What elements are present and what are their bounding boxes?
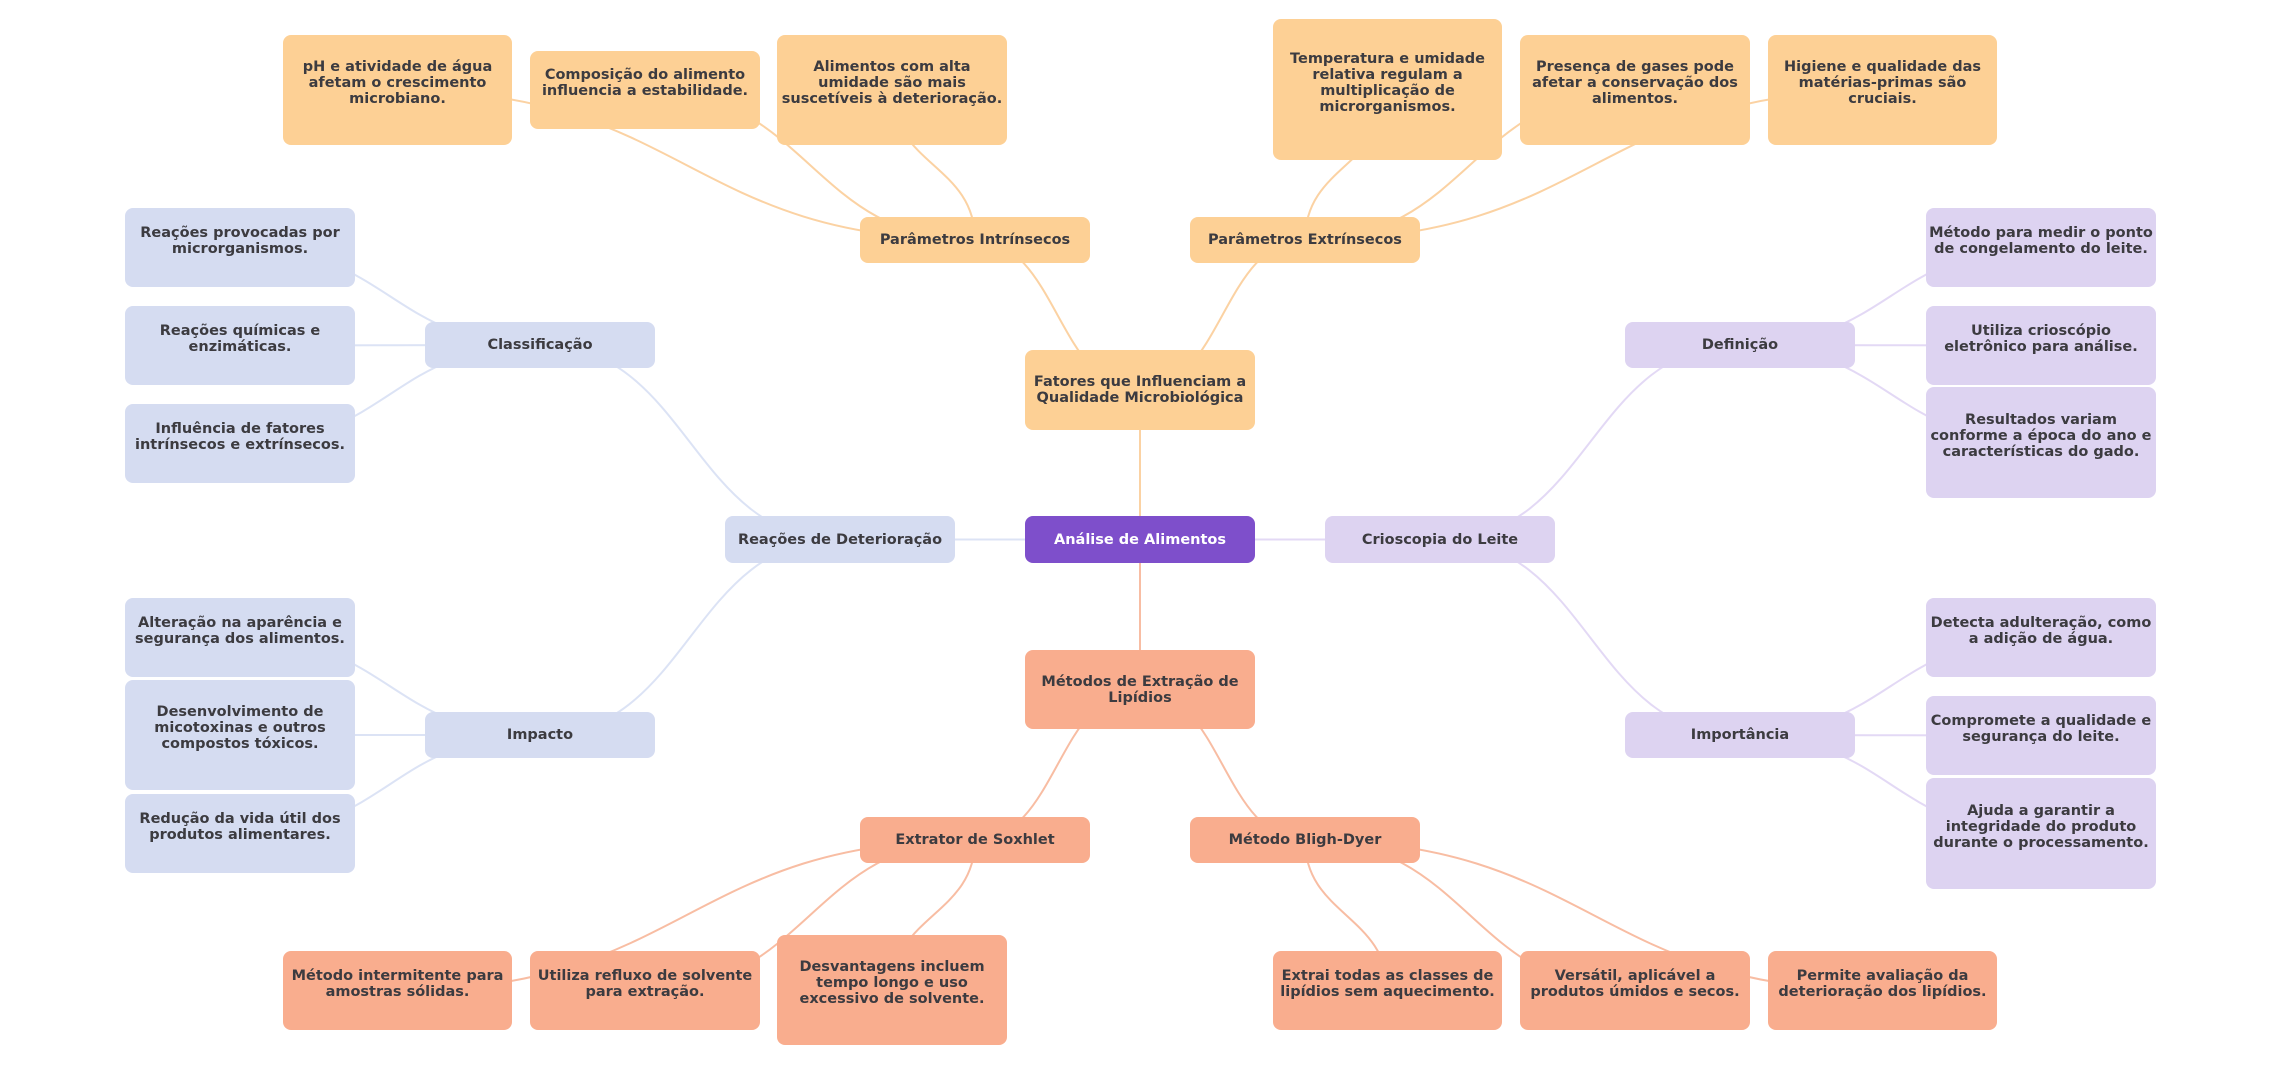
node-label: Permite avaliação da deterioração dos li… (1778, 967, 1987, 1000)
node-label: Parâmetros Extrínsecos (1208, 232, 1402, 248)
leaf-node[interactable]: Reações químicas e enzimáticas. (125, 306, 355, 385)
leaf-node[interactable]: Utiliza refluxo de solvente para extraçã… (530, 951, 760, 1030)
node-label: Detecta adulteração, como a adição de ág… (1930, 614, 2152, 647)
leaf-node[interactable]: Permite avaliação da deterioração dos li… (1768, 951, 1997, 1030)
edge-reacoes-impacto (539, 538, 841, 736)
node-label: Extrai todas as classes de lipídios sem … (1280, 967, 1495, 1000)
node-label: Crioscopia do Leite (1361, 531, 1519, 548)
leaf-node[interactable]: pH e atividade de água afetam o crescime… (283, 35, 512, 145)
subbranch-node-classificacao[interactable]: Classificação (425, 322, 655, 368)
node-label: Reações provocadas por microrganismos. (140, 224, 340, 257)
node-label: Compromete a qualidade e segurança do le… (1930, 712, 2152, 745)
node-label: Desvantagens incluem tempo longo e uso e… (799, 959, 985, 1007)
node-label: Reações químicas e enzimáticas. (159, 322, 321, 355)
edge-crioscopia-definicao (1439, 344, 1741, 541)
branch-node-reacoes[interactable]: Reações de Deterioração (725, 516, 955, 563)
node-label: Extrator de Soxhlet (895, 832, 1055, 848)
node-label: Parâmetros Intrínsecos (879, 232, 1071, 248)
node-label: Alimentos com alta umidade são mais susc… (781, 59, 1003, 107)
node-label: Redução da vida útil dos produtos alimen… (139, 810, 341, 843)
leaf-node[interactable]: Presença de gases pode afetar a conserva… (1520, 35, 1750, 145)
node-label: Método Bligh-Dyer (1228, 832, 1382, 848)
branch-node-fatores[interactable]: Fatores que Influenciam a Qualidade Micr… (1025, 350, 1255, 430)
leaf-node[interactable]: Extrai todas as classes de lipídios sem … (1273, 951, 1502, 1030)
node-label: Definição (1701, 337, 1779, 353)
branch-node-metodos[interactable]: Métodos de Extração de Lipídios (1025, 650, 1255, 729)
node-label: Resultados variam conforme a época do an… (1930, 411, 2152, 460)
leaf-node[interactable]: Ajuda a garantir a integridade do produt… (1926, 778, 2156, 889)
edge-crioscopia-importancia (1439, 538, 1741, 736)
node-label: Classificação (487, 337, 593, 353)
node-label: Fatores que Influenciam a Qualidade Micr… (1033, 374, 1247, 406)
leaf-node[interactable]: Reações provocadas por microrganismos. (125, 208, 355, 287)
node-label: pH e atividade de água afetam o crescime… (302, 59, 493, 107)
node-label: Método intermitente para amostras sólida… (291, 967, 504, 1000)
node-label: Utiliza crioscópio eletrônico para análi… (1944, 322, 2138, 355)
subbranch-node-bligh[interactable]: Método Bligh-Dyer (1190, 817, 1420, 863)
leaf-node[interactable]: Alimentos com alta umidade são mais susc… (777, 35, 1007, 145)
leaf-node[interactable]: Compromete a qualidade e segurança do le… (1926, 696, 2156, 775)
node-label: Impacto (506, 727, 574, 743)
leaf-node[interactable]: Influência de fatores intrínsecos e extr… (125, 404, 355, 483)
node-label: Utiliza refluxo de solvente para extraçã… (537, 967, 753, 1000)
edge-reacoes-classificacao (539, 344, 841, 541)
leaf-node[interactable]: Desvantagens incluem tempo longo e uso e… (777, 935, 1007, 1045)
subbranch-node-soxhlet[interactable]: Extrator de Soxhlet (860, 817, 1090, 863)
leaf-node[interactable]: Detecta adulteração, como a adição de ág… (1926, 598, 2156, 677)
leaf-node[interactable]: Composição do alimento influencia a esta… (530, 51, 760, 129)
leaf-node[interactable]: Higiene e qualidade das matérias-primas … (1768, 35, 1997, 145)
leaf-node[interactable]: Alteração na aparência e segurança dos a… (125, 598, 355, 677)
branch-node-crioscopia[interactable]: Crioscopia do Leite (1325, 516, 1555, 563)
node-label: Reações de Deterioração (737, 531, 943, 548)
node-label: Alteração na aparência e segurança dos a… (135, 614, 345, 647)
node-label: Desenvolvimento de micotoxinas e outros … (154, 704, 326, 752)
node-label: Influência de fatores intrínsecos e extr… (135, 420, 345, 453)
node-label: Métodos de Extração de Lipídios (1041, 673, 1239, 706)
subbranch-node-importancia[interactable]: Importância (1625, 712, 1855, 758)
node-label: Método para medir o ponto de congelament… (1929, 224, 2153, 257)
leaf-node[interactable]: Versátil, aplicável a produtos úmidos e … (1520, 951, 1750, 1030)
leaf-node[interactable]: Temperatura e umidade relativa regulam a… (1273, 19, 1502, 160)
node-label: Importância (1690, 727, 1790, 743)
node-label: Presença de gases pode afetar a conserva… (1532, 59, 1738, 107)
subbranch-node-impacto[interactable]: Impacto (425, 712, 655, 758)
node-label: Higiene e qualidade das matérias-primas … (1783, 59, 1982, 107)
node-label: Composição do alimento influencia a esta… (541, 67, 749, 99)
subbranch-node-definicao[interactable]: Definição (1625, 322, 1855, 368)
subbranch-node-intrinsecos[interactable]: Parâmetros Intrínsecos (860, 217, 1090, 263)
root-node[interactable]: Análise de Alimentos (1025, 516, 1255, 563)
leaf-node[interactable]: Utiliza crioscópio eletrônico para análi… (1926, 306, 2156, 385)
node-label: Versátil, aplicável a produtos úmidos e … (1530, 967, 1740, 1000)
root-label: Análise de Alimentos (1054, 531, 1226, 548)
node-label: Ajuda a garantir a integridade do produt… (1933, 802, 2149, 851)
subbranch-node-extrinsecos[interactable]: Parâmetros Extrínsecos (1190, 217, 1420, 263)
node-label: Temperatura e umidade relativa regulam a… (1290, 50, 1485, 115)
leaf-node[interactable]: Método intermitente para amostras sólida… (283, 951, 512, 1030)
leaf-node[interactable]: Redução da vida útil dos produtos alimen… (125, 794, 355, 873)
leaf-node[interactable]: Desenvolvimento de micotoxinas e outros … (125, 680, 355, 790)
leaf-node[interactable]: Método para medir o ponto de congelament… (1926, 208, 2156, 287)
leaf-node[interactable]: Resultados variam conforme a época do an… (1926, 387, 2156, 498)
